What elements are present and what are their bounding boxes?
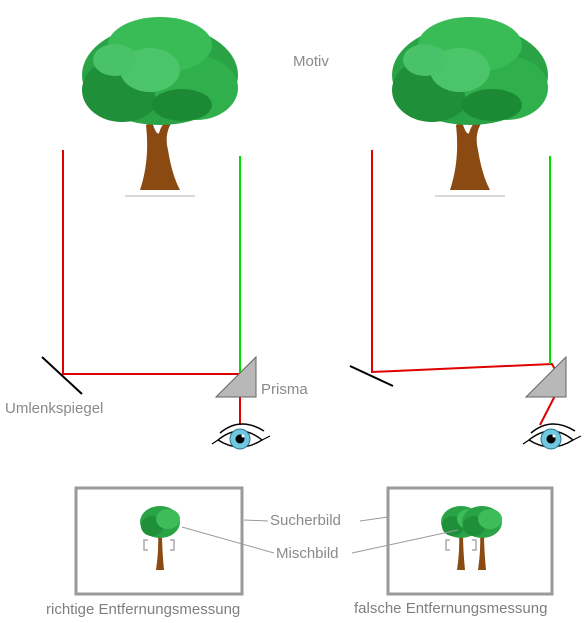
right-mirror-icon (349, 365, 394, 387)
umlenkspiegel-label: Umlenkspiegel (5, 400, 104, 417)
left-prism-icon (214, 355, 257, 398)
left-eye-icon (211, 423, 271, 450)
sucherbild-label: Sucherbild (270, 512, 341, 529)
mischbild-label: Mischbild (276, 545, 339, 562)
left-mirror-beam (62, 150, 241, 425)
motiv-label: Motiv (293, 53, 329, 70)
right-eye-icon (522, 423, 582, 450)
prisma-label: Prisma (261, 381, 308, 398)
left-tree-icon (82, 17, 238, 197)
right-caption: falsche Entfernungsmessung (354, 600, 548, 617)
right-focus-bracket (445, 539, 477, 551)
left-focus-bracket (143, 539, 175, 551)
left-mirror-icon (41, 356, 83, 395)
left-caption: richtige Entfernungsmessung (46, 601, 241, 618)
right-tree-icon (392, 17, 548, 197)
right-mirror-beam (371, 150, 564, 426)
right-panel (349, 17, 582, 596)
right-prism-icon (524, 355, 567, 398)
left-panel (41, 17, 271, 596)
leader-lines (181, 516, 459, 554)
right-viewfinder-frame (386, 486, 554, 596)
